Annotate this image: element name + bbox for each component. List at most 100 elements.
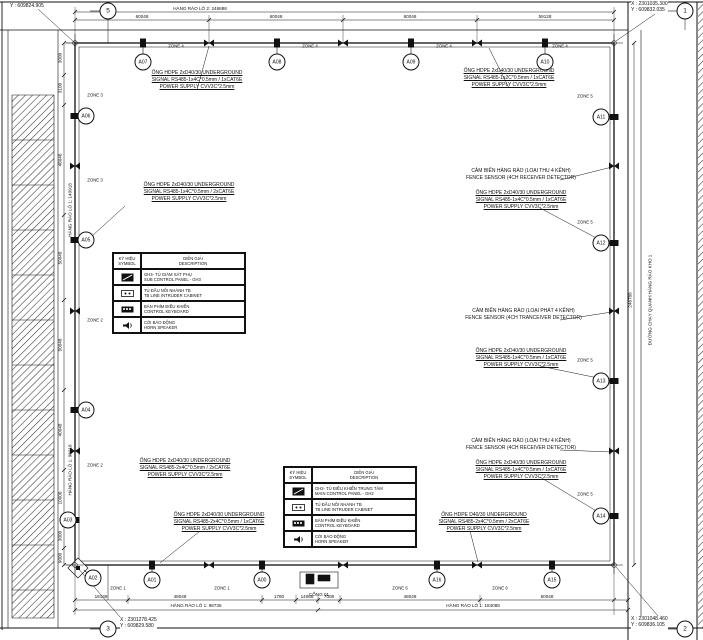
dimension-tick — [72, 9, 78, 15]
fence-device-icon — [140, 38, 146, 48]
zone-label: ZONE 6 — [392, 585, 408, 591]
left-lot-hatch — [12, 95, 54, 618]
dimension-text: 50048 — [57, 338, 63, 352]
dimension-tick — [315, 607, 321, 613]
zone-label: ZONE 4 — [302, 43, 318, 49]
zone-label: ZONE 4 — [552, 43, 568, 49]
node-bubble-a02: A02 — [84, 569, 102, 587]
node-bubble-a16: A16 — [428, 571, 446, 589]
fence-sensor-icon — [472, 561, 482, 569]
dimension-text: HÀNG RÀO LÔ 1: 184088 — [446, 603, 500, 608]
drawing-line — [615, 11, 659, 42]
dimension-tick — [631, 562, 637, 568]
zone-label: ZONE 1 — [110, 585, 126, 591]
leader-line — [559, 311, 613, 321]
fence-device-icon — [259, 560, 265, 570]
leader-line — [559, 449, 613, 453]
fence-device-icon — [408, 38, 414, 48]
dimension-tick — [611, 9, 617, 15]
dimension-text: HÀNG RÀO LÔ 1: 98018 — [67, 444, 73, 496]
zone-label: ZONE 2 — [87, 317, 103, 323]
dimension-text: 3108 — [57, 82, 63, 94]
dimension-text: HÀNG RÀO LÔ 2: 246888 — [173, 6, 227, 11]
dimension-text: 59128 — [538, 14, 552, 19]
fence-device-icon — [70, 407, 80, 413]
dimension-tick — [61, 387, 67, 393]
dimension-text: 246788 — [627, 292, 633, 308]
leader-line — [539, 207, 601, 241]
dimension-tick — [293, 597, 299, 603]
node-bubble-a14: A14 — [592, 507, 610, 525]
fence-sensor-icon — [70, 307, 80, 315]
fence-sensor-icon — [204, 561, 214, 569]
node-bubble-a10: A10 — [536, 53, 554, 71]
dimension-tick — [61, 545, 67, 551]
drawing-line — [615, 566, 659, 617]
dimension-text: 50048 — [57, 251, 63, 265]
leader-line — [559, 166, 613, 181]
dimension-text: 60048 — [540, 594, 554, 599]
leader-line — [469, 530, 479, 563]
dimension-text: 60048 — [403, 14, 417, 19]
leader-line — [159, 530, 201, 564]
grid-bubble-2: 2 — [676, 620, 694, 638]
fence-sensor-icon — [338, 561, 348, 569]
node-bubble-a00: A00 — [253, 571, 271, 589]
dimension-tick — [61, 212, 67, 218]
fence-device-icon — [149, 560, 155, 570]
node-bubble-a04: A04 — [77, 401, 95, 419]
dimension-text: ĐƯỜNG CHẠY QUANH HÀNG RÀO KHO 1 — [647, 254, 653, 346]
grid-bubble-3: 3 — [99, 620, 117, 638]
zone-label: ZONE 4 — [168, 43, 184, 49]
dimension-tick — [340, 17, 346, 23]
zone-label: ZONE 3 — [87, 92, 103, 98]
zone-label: ZONE 5 — [577, 93, 593, 99]
cabinet-icon — [284, 499, 312, 515]
fence-sensor-icon — [609, 447, 619, 455]
dimension-tick — [625, 597, 631, 603]
fence-sensor-icon — [70, 162, 80, 170]
leader-line — [91, 205, 126, 237]
fence-device-icon — [70, 237, 80, 243]
annotation-note: CẢM BIẾN HÀNG RÀO (LOẠI PHÁT 4 KÊNH)FENC… — [465, 308, 582, 321]
node-bubble-a15: A15 — [543, 571, 561, 589]
dimension-tick — [631, 40, 637, 46]
dimension-tick — [611, 17, 617, 23]
dimension-text: 10008 — [57, 491, 63, 505]
dimension-text: 14088 — [300, 594, 314, 599]
fence-device-icon — [609, 513, 619, 519]
drawing-line — [37, 8, 76, 44]
keyboard-icon — [284, 515, 312, 531]
dimension-tick — [337, 597, 343, 603]
annotation-note: CẢM BIẾN HÀNG RÀO (LOẠI THU 4 KÊNH)FENCE… — [466, 168, 576, 181]
dimension-tick — [61, 102, 67, 108]
dimension-text: 48046 — [57, 153, 63, 167]
keyboard-icon — [113, 301, 141, 317]
dimension-tick — [625, 607, 631, 613]
panel-icon — [113, 269, 141, 285]
dimension-tick — [61, 297, 67, 303]
dimension-text: 60048 — [269, 14, 283, 19]
dimension-text: 3008 — [57, 530, 63, 542]
fence-sensor-icon — [609, 307, 619, 315]
node-bubble-a12: A12 — [592, 234, 610, 252]
speaker-icon — [284, 531, 312, 547]
zone-label: ZONE 1 — [214, 585, 230, 591]
dimension-text: 3008 — [57, 52, 63, 64]
dimension-text: CỔNG 01 — [308, 592, 330, 597]
